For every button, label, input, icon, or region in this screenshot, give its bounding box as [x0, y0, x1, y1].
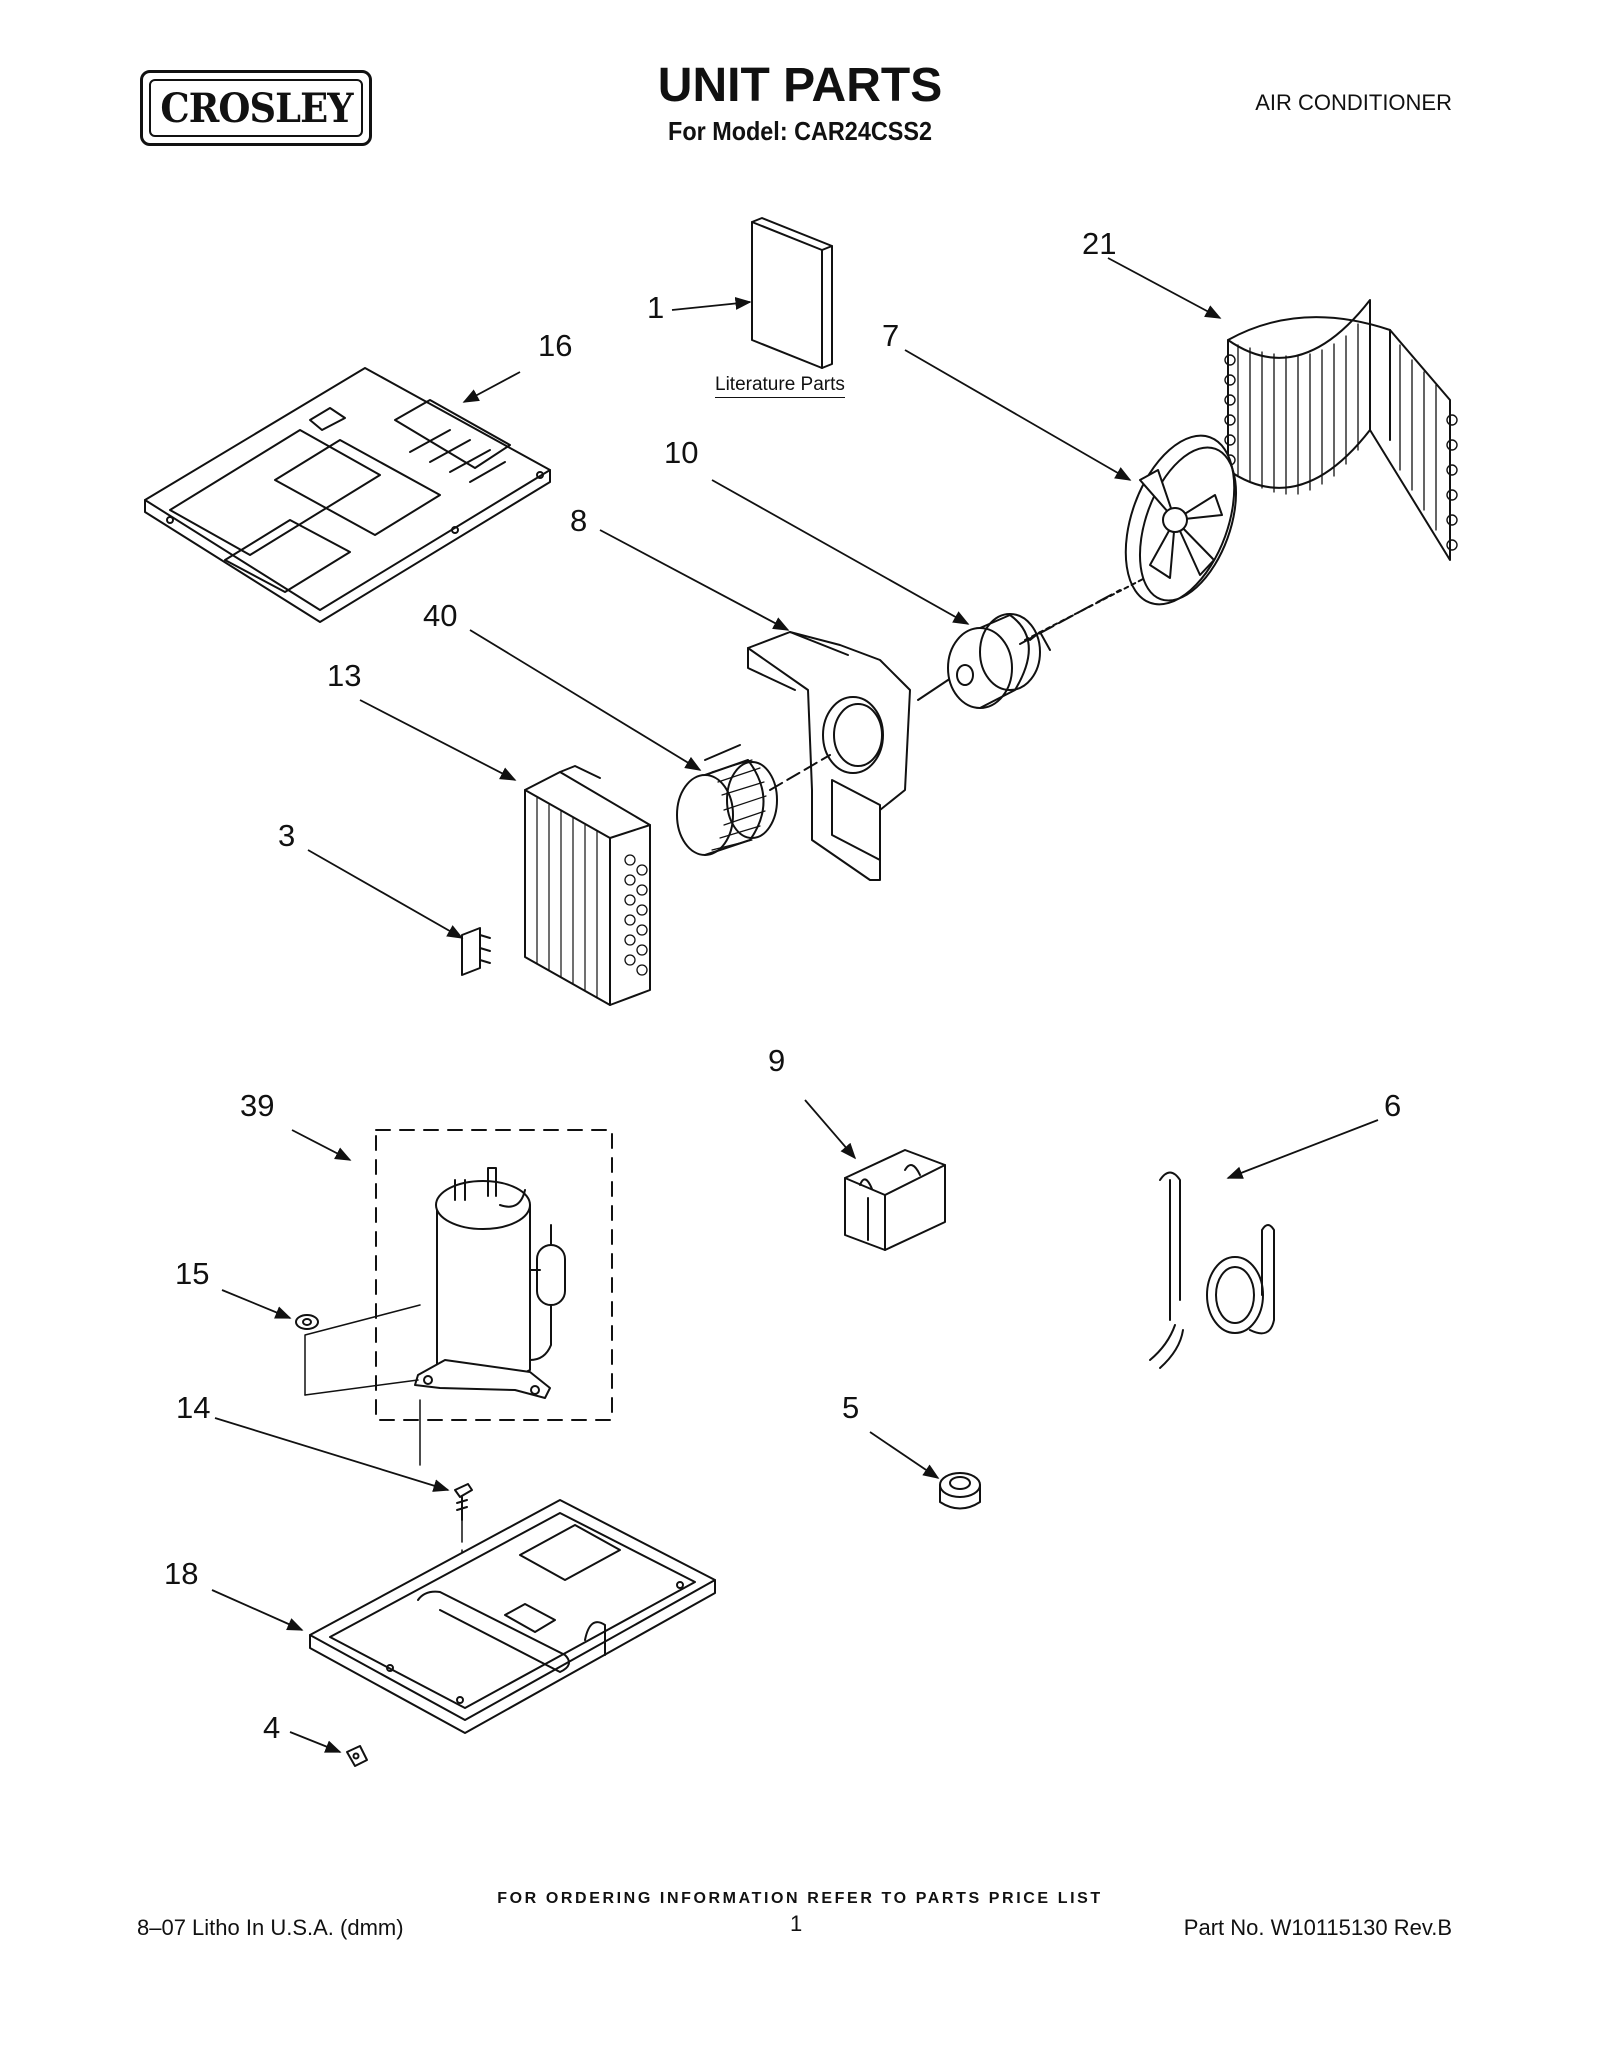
part-clip — [346, 1745, 368, 1767]
part-top-cover — [144, 367, 551, 623]
callout-4: 4 — [263, 1710, 281, 1745]
callout-15: 15 — [175, 1256, 210, 1291]
callout-1: 1 — [647, 290, 665, 325]
part-compressor — [304, 1129, 613, 1466]
callout-40: 40 — [423, 598, 458, 633]
part-bracket — [461, 927, 491, 976]
part-fan-motor — [917, 577, 1146, 709]
literature-parts-label: Literature Parts — [715, 374, 845, 398]
page-title: UNIT PARTS — [657, 59, 943, 112]
part-capillary-tube — [1149, 1171, 1275, 1369]
print-info: 8–07 Litho In U.S.A. (dmm) — [137, 1915, 404, 1940]
callout-9: 9 — [768, 1043, 786, 1078]
part-fan-blade — [1124, 434, 1238, 606]
part-base-pan — [309, 1499, 716, 1734]
callout-7: 7 — [882, 318, 900, 353]
part-blower-wheel — [676, 744, 831, 856]
part-grommet — [295, 1314, 319, 1330]
callout-18: 18 — [164, 1556, 199, 1591]
part-evaporator-coil — [524, 765, 651, 1006]
callout-39: 39 — [240, 1088, 275, 1123]
callout-10: 10 — [664, 435, 699, 470]
ordering-note: FOR ORDERING INFORMATION REFER TO PARTS … — [497, 1890, 1103, 1907]
brand-logo: CROSLEY — [140, 70, 372, 146]
page-number: 1 — [790, 1911, 803, 1936]
part-number: Part No. W10115130 Rev.B — [1183, 1915, 1452, 1940]
callout-6: 6 — [1384, 1088, 1402, 1123]
part-condenser-coil — [1224, 299, 1458, 561]
callout-3: 3 — [278, 818, 296, 853]
part-capacitor — [844, 1149, 946, 1251]
callout-14: 14 — [176, 1390, 211, 1425]
callout-5: 5 — [842, 1390, 860, 1425]
brand-logo-frame: CROSLEY — [149, 79, 363, 137]
leader-lines — [211, 257, 1379, 1753]
model-subtitle: For Model: CAR24CSS2 — [668, 116, 932, 146]
callout-13: 13 — [327, 658, 362, 693]
callout-16: 16 — [538, 328, 573, 363]
brand-name: CROSLEY — [159, 84, 353, 132]
part-mounting-grommet — [939, 1472, 981, 1510]
callout-21: 21 — [1082, 226, 1117, 261]
part-literature-booklet — [751, 217, 833, 369]
product-category: AIR CONDITIONER — [1255, 90, 1452, 115]
callout-8: 8 — [570, 503, 588, 538]
